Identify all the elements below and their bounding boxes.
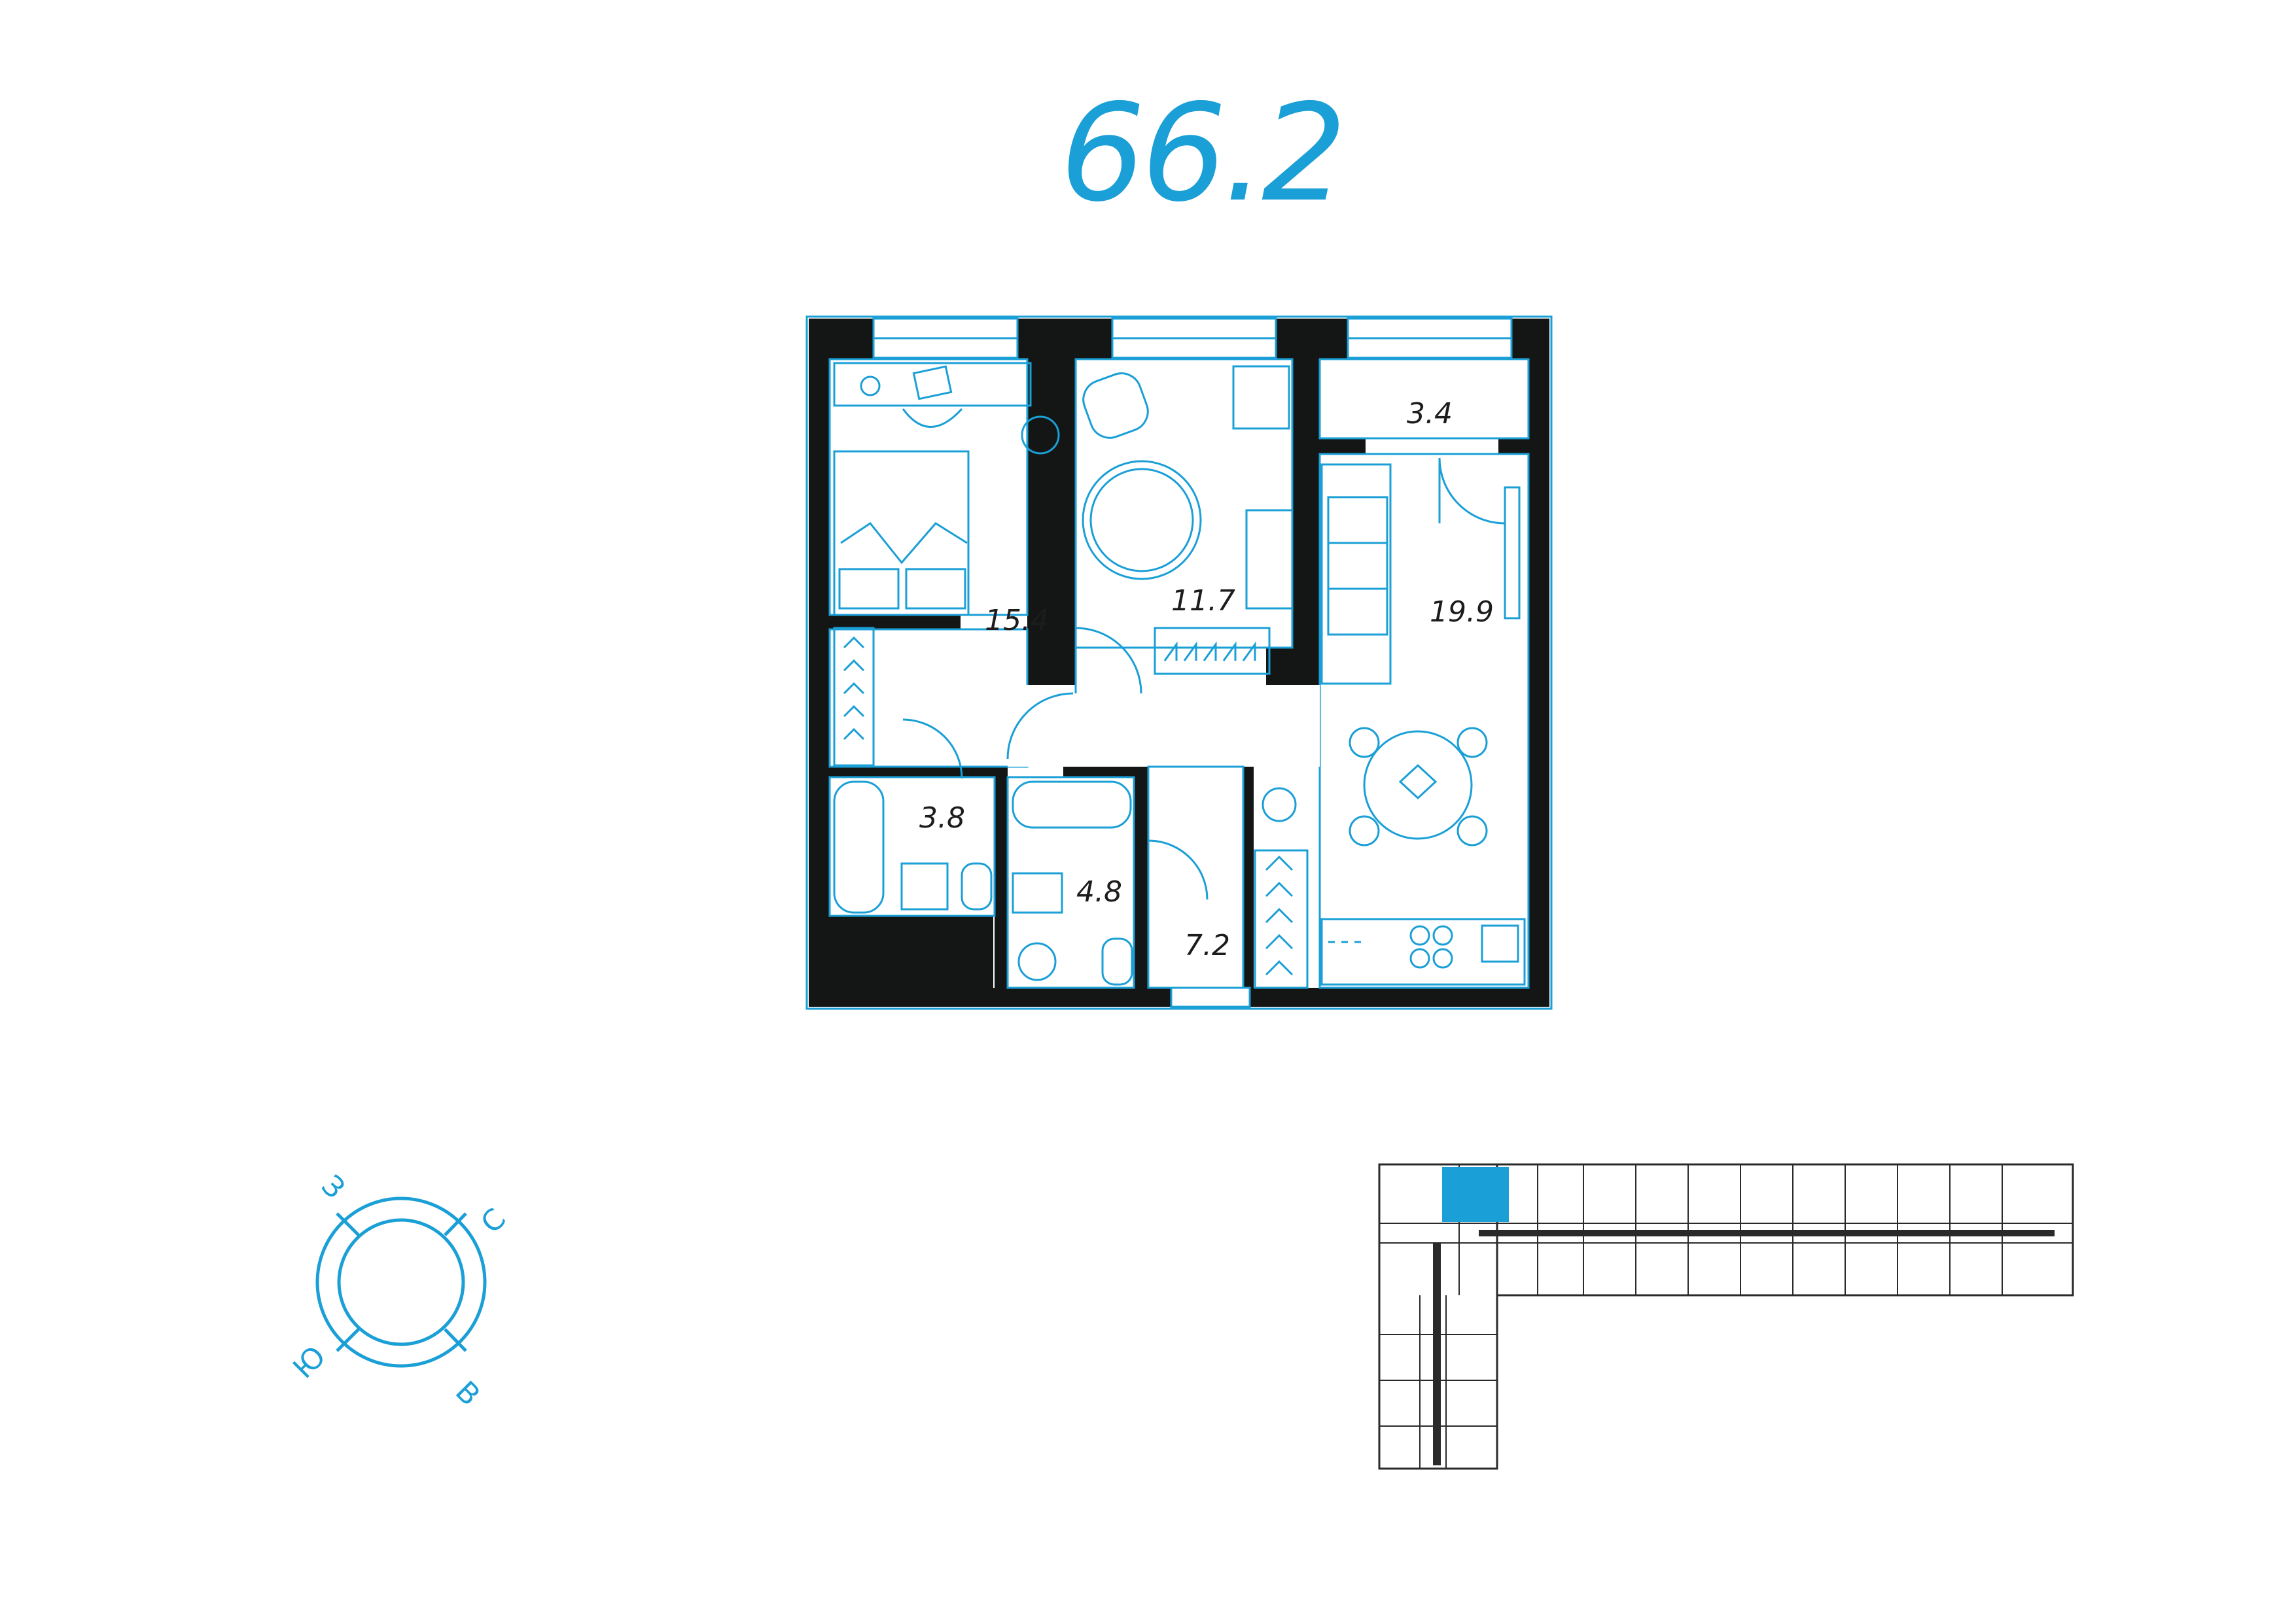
desk <box>833 362 1032 407</box>
room-floors <box>828 358 1530 989</box>
bathtub-2 <box>1012 780 1132 829</box>
room-hallway-lower <box>1147 765 1245 989</box>
round-rug <box>1082 460 1202 580</box>
building-corridor <box>1433 1230 2055 1465</box>
room-label-bathroom: 3.8 <box>919 801 965 835</box>
total-area-value: 66.2 <box>1060 76 1347 232</box>
sink-2 <box>1012 872 1063 914</box>
room-hallway <box>1008 685 1320 767</box>
room-kids <box>1074 358 1294 649</box>
armchair <box>1082 372 1149 439</box>
kids-room-furniture <box>1082 365 1294 675</box>
plant-icon <box>1021 415 1060 455</box>
room-bathroom <box>828 776 996 917</box>
bed <box>833 450 970 616</box>
shelf <box>1154 627 1271 675</box>
tv-panel <box>1504 486 1521 620</box>
dining-table <box>1363 730 1473 840</box>
wardrobe <box>833 627 875 767</box>
room-bedroom-lower <box>828 628 1029 768</box>
toilet <box>961 862 993 911</box>
hall-wardrobe <box>1254 849 1309 989</box>
room-label-second-bathroom: 4.8 <box>1076 875 1122 909</box>
room-label-hallway: 7.2 <box>1184 929 1230 962</box>
sink <box>900 862 949 911</box>
room-label-kitchen-living: 19.9 <box>1430 595 1494 629</box>
room-label-kids: 11.7 <box>1171 584 1235 618</box>
toilet-2 <box>1101 937 1133 986</box>
room-label-bedroom: 15.4 <box>985 604 1049 637</box>
room-balcony <box>1318 358 1530 440</box>
compass-rings <box>315 1196 487 1368</box>
bathtub <box>833 780 885 914</box>
bedroom-furniture <box>833 362 1060 767</box>
doors <box>902 457 1506 900</box>
key-plan-apartment-highlight <box>1442 1167 1509 1222</box>
kitchen-counter <box>1320 918 1526 986</box>
crib <box>1232 365 1290 430</box>
room-second-bathroom <box>1006 776 1135 989</box>
hallway-furniture <box>1254 787 1309 989</box>
windows <box>872 317 1513 1008</box>
kitchen-living-furniture <box>1320 463 1526 986</box>
sofa <box>1320 463 1392 685</box>
hall-plant-icon <box>1262 787 1297 822</box>
small-armchair <box>1245 509 1294 610</box>
room-label-balcony: 3.4 <box>1407 397 1453 430</box>
bathroom-fixtures <box>833 780 1133 986</box>
washing-machine <box>1017 942 1057 981</box>
room-bedroom <box>828 358 1029 616</box>
plan-outline <box>805 315 1553 1010</box>
